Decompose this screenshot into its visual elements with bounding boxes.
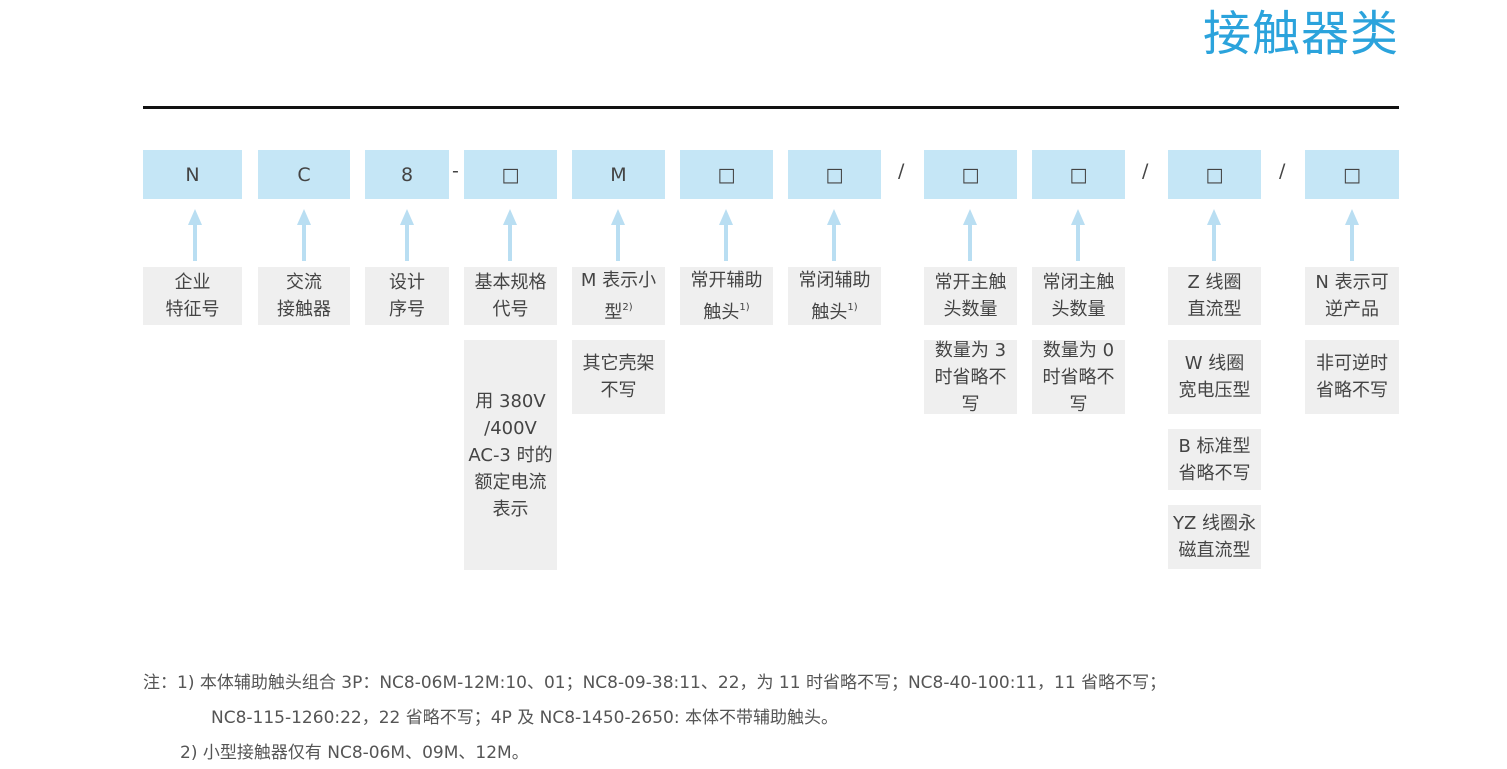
label-nc-aux-contact: 常闭辅助 触头1) [788,267,881,325]
label-coil-dc: Z 线圈 直流型 [1168,267,1261,325]
title-divider [143,106,1399,109]
detail-coil-permanent-magnet: YZ 线圈永 磁直流型 [1168,505,1261,569]
up-arrow-icon [503,209,517,261]
footnote-2: 2) 小型接触器仅有 NC8-06M、09M、12M。 [180,743,529,763]
detail-other-frame: 其它壳架 不写 [572,340,665,414]
label-small-type: M 表示小 型2) [572,267,665,325]
detail-coil-standard: B 标准型 省略不写 [1168,429,1261,490]
label-nc-main-count: 常闭主触 头数量 [1032,267,1125,325]
code-cell-spec: □ [464,150,557,199]
up-arrow-icon [719,209,733,261]
code-cell-no-main: □ [924,150,1017,199]
label-reversible: N 表示可 逆产品 [1305,267,1399,325]
code-cell-nc-aux: □ [788,150,881,199]
code-cell-n: N [143,150,242,199]
footnote-1: 注：1) 本体辅助触头组合 3P：NC8-06M-12M:10、01；NC8-0… [143,673,1167,693]
label-ac-contactor: 交流 接触器 [258,267,350,325]
code-cell-8: 8 [365,150,449,199]
detail-nc-main-omit: 数量为 0 时省略不 写 [1032,340,1125,415]
code-cell-m: M [572,150,665,199]
up-arrow-icon [1207,209,1221,261]
code-cell-no-aux: □ [680,150,773,199]
detail-rated-current: 用 380V /400V AC-3 时的 额定电流 表示 [464,340,557,570]
up-arrow-icon [188,209,202,261]
label-design-serial: 设计 序号 [365,267,449,325]
code-cell-reversible: □ [1305,150,1399,199]
detail-coil-wide-voltage: W 线圈 宽电压型 [1168,340,1261,414]
label-basic-spec: 基本规格 代号 [464,267,557,325]
code-cell-nc-main: □ [1032,150,1125,199]
code-cell-c: C [258,150,350,199]
label-no-main-count: 常开主触 头数量 [924,267,1017,325]
up-arrow-icon [963,209,977,261]
up-arrow-icon [827,209,841,261]
detail-no-main-omit: 数量为 3 时省略不 写 [924,340,1017,415]
code-separator-slash-3: / [1279,160,1286,182]
up-arrow-icon [1071,209,1085,261]
code-cell-coil: □ [1168,150,1261,199]
label-company-code: 企业 特征号 [143,267,242,325]
up-arrow-icon [611,209,625,261]
up-arrow-icon [400,209,414,261]
up-arrow-icon [1345,209,1359,261]
label-no-aux-contact: 常开辅助 触头1) [680,267,773,325]
footnote-1-continued: NC8-115-1260:22，22 省略不写；4P 及 NC8-1450-26… [211,708,838,728]
page-title: 接触器类 [1202,6,1399,62]
code-separator-dash: - [452,160,459,182]
detail-non-reversible: 非可逆时 省略不写 [1305,340,1399,414]
code-separator-slash-1: / [898,160,905,182]
up-arrow-icon [297,209,311,261]
code-separator-slash-2: / [1142,160,1149,182]
